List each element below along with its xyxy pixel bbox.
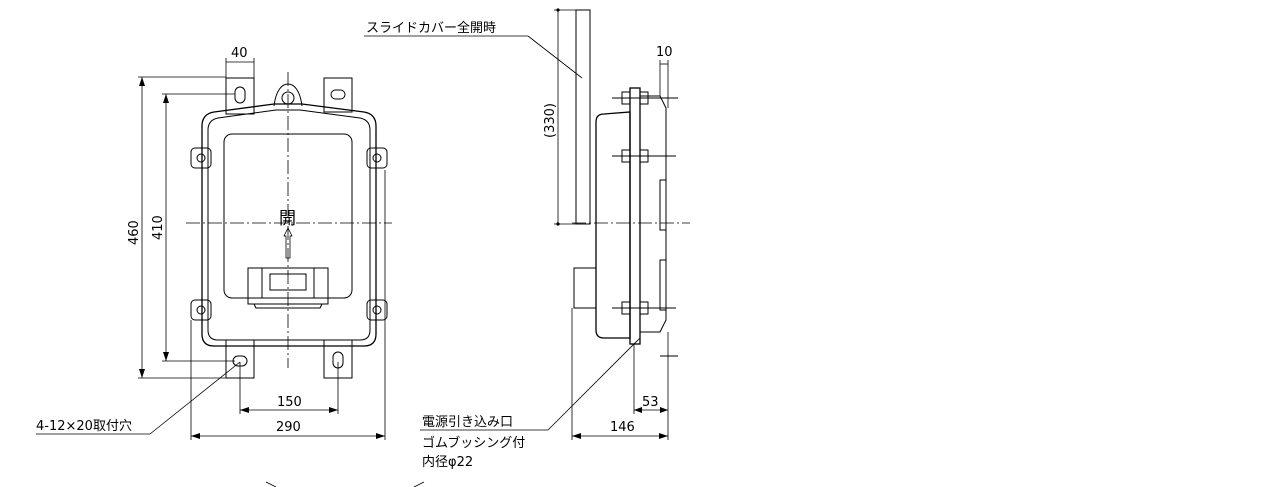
dim-53: 53 bbox=[642, 395, 659, 410]
up-arrow-icon bbox=[283, 227, 293, 259]
lug-bottom-left bbox=[190, 299, 212, 321]
bolt-top bbox=[612, 91, 678, 105]
latch-window bbox=[269, 273, 307, 291]
lug-hole bbox=[372, 305, 382, 315]
stray-mark bbox=[265, 481, 277, 487]
dimension-arrow bbox=[660, 407, 668, 413]
lug-top-right bbox=[366, 147, 388, 169]
lug-hole bbox=[372, 153, 382, 163]
dimension-arrow bbox=[659, 433, 668, 439]
stray-mark bbox=[413, 481, 425, 487]
dim-410: 410 bbox=[151, 215, 166, 240]
open-label: 開 bbox=[279, 209, 296, 229]
dimension-arrow bbox=[634, 407, 642, 413]
dimension-arrow bbox=[139, 77, 145, 86]
top-right-mounting-tab bbox=[323, 77, 353, 113]
dimension-arrow bbox=[572, 433, 581, 439]
lug-hole bbox=[196, 305, 206, 315]
side-view: (330) スライドカバー全開時 bbox=[364, 8, 690, 470]
mounting-hole bbox=[234, 86, 246, 104]
slide-cover-note: スライドカバー全開時 bbox=[366, 20, 496, 36]
inlet-note-line1: 電源引き込み口 bbox=[422, 415, 513, 430]
dimension-dot bbox=[556, 222, 560, 226]
latch-base bbox=[253, 303, 323, 309]
dimension-arrow bbox=[163, 352, 169, 361]
dimension-arrow bbox=[376, 433, 385, 439]
inlet-note-line3: 内径φ22 bbox=[422, 454, 473, 470]
cover-lower bbox=[573, 267, 597, 309]
lug-hole bbox=[196, 153, 206, 163]
back-bracket bbox=[640, 95, 667, 333]
back-plate bbox=[629, 87, 641, 345]
dim-150: 150 bbox=[277, 395, 302, 410]
dimension-arrow bbox=[240, 407, 249, 413]
inlet-note-line2: ゴムブッシング付 bbox=[422, 435, 525, 451]
mounting-hole bbox=[330, 89, 346, 100]
cover-lower-foot bbox=[573, 296, 596, 309]
bracket-rib bbox=[659, 259, 667, 311]
dim-146: 146 bbox=[610, 420, 635, 435]
hanger-ring bbox=[273, 83, 303, 107]
lug-top-left bbox=[190, 147, 212, 169]
dimension-dot bbox=[556, 8, 560, 12]
bolt-middle bbox=[612, 149, 676, 163]
leader-line bbox=[547, 337, 641, 431]
enclosure-inner-edge bbox=[207, 109, 371, 341]
dimension-arrow bbox=[191, 433, 200, 439]
dim-10: 10 bbox=[656, 45, 673, 60]
dim-290: 290 bbox=[276, 420, 301, 435]
lug-bottom-right bbox=[366, 299, 388, 321]
bolt-bottom bbox=[612, 301, 676, 315]
hole-note: 4-12×20取付穴 bbox=[36, 419, 132, 434]
top-left-mounting-tab bbox=[225, 77, 255, 115]
dim-460: 460 bbox=[127, 220, 142, 245]
dim-40: 40 bbox=[231, 46, 248, 61]
latch-frame bbox=[261, 267, 315, 299]
bracket-rib bbox=[659, 179, 667, 231]
enclosure-side-body bbox=[595, 111, 631, 339]
slide-cover bbox=[575, 9, 591, 225]
dimension-arrow bbox=[329, 407, 338, 413]
front-view: 開 40 460 410 150 bbox=[36, 46, 392, 440]
leader-line bbox=[149, 361, 241, 435]
leader-line bbox=[527, 35, 583, 79]
enclosure-body bbox=[201, 103, 377, 347]
dim-330: (330) bbox=[543, 103, 558, 138]
dimension-arrow bbox=[139, 369, 145, 378]
dimension-arrow bbox=[163, 94, 169, 103]
